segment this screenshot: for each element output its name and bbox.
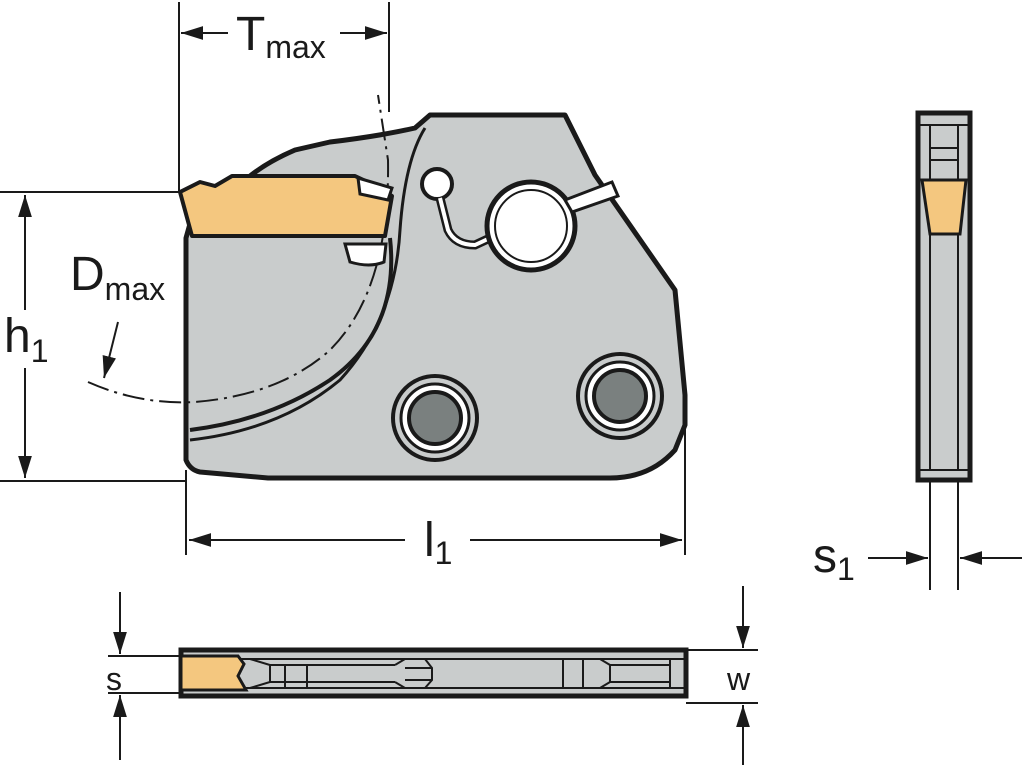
small-hole — [420, 167, 454, 201]
w-label: w — [726, 661, 751, 697]
top-view: s w — [106, 586, 758, 765]
top-view-insert — [179, 654, 249, 692]
insert-relief-slot — [343, 242, 388, 267]
groove-band — [189, 237, 394, 432]
insert-clamp-notch — [356, 175, 394, 202]
tmax-label: Tmax — [236, 8, 326, 65]
end-view-insert — [920, 178, 968, 236]
large-hole — [484, 179, 578, 273]
relief-slot — [562, 180, 621, 214]
dmax-label: Dmax — [70, 248, 165, 307]
h1-label: h1 — [4, 310, 49, 369]
screw-left — [391, 374, 479, 462]
groove-band-inner — [189, 127, 427, 442]
dmax-arrow — [102, 321, 119, 379]
s1-label: s1 — [813, 530, 855, 587]
screw-right — [576, 352, 664, 440]
end-view: s1 — [813, 110, 1022, 590]
end-view-body — [915, 110, 973, 483]
l1-label: l1 — [424, 514, 452, 571]
s-label: s — [106, 661, 122, 697]
side-view: Tmax h1 Dmax l1 — [0, 2, 688, 571]
